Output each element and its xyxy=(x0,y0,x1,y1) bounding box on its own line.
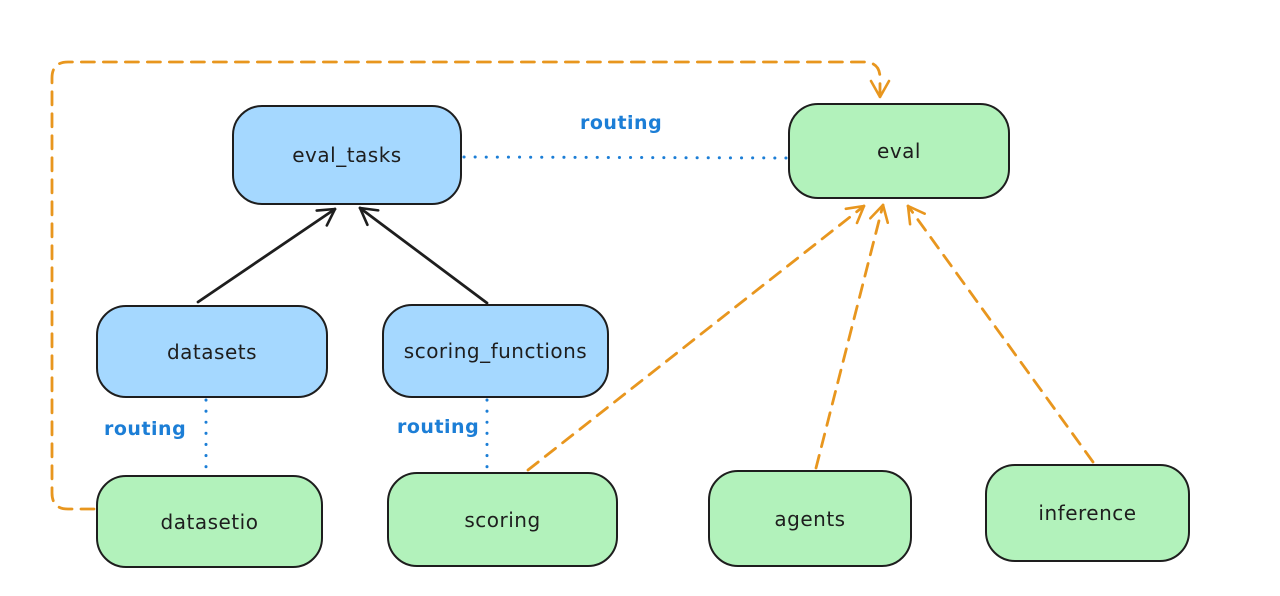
edge-datasetio-to-eval xyxy=(50,60,891,511)
routing-label-scoring-functions-scoring: routing xyxy=(397,416,480,438)
node-agents-label: agents xyxy=(774,506,846,531)
node-eval-label: eval xyxy=(877,139,921,163)
node-eval-tasks-label: eval_tasks xyxy=(292,143,402,167)
edge-datasets-to-eval_tasks xyxy=(196,207,337,304)
node-datasets-label: datasets xyxy=(166,339,258,364)
node-datasetio-label: datasetio xyxy=(160,509,259,534)
node-inference-label: inference xyxy=(1038,501,1137,525)
node-scoring-functions-label: scoring_functions xyxy=(403,339,588,363)
edge-eval_tasks-to-eval-routing xyxy=(462,155,788,160)
node-eval-tasks: eval_tasks xyxy=(232,105,462,205)
node-scoring-functions: scoring_functions xyxy=(382,304,609,398)
edge-scoring_functions-to-eval_tasks xyxy=(358,206,489,305)
node-scoring: scoring xyxy=(387,472,618,567)
node-eval: eval xyxy=(788,103,1010,199)
routing-label-eval-tasks-eval: routing xyxy=(580,112,663,134)
node-datasets: datasets xyxy=(96,305,328,398)
routing-label-datasets-datasetio: routing xyxy=(104,418,187,440)
node-scoring-label: scoring xyxy=(464,507,541,532)
node-agents: agents xyxy=(708,470,912,567)
node-inference: inference xyxy=(985,464,1190,562)
node-datasetio: datasetio xyxy=(96,475,323,568)
edge-inference-to-eval xyxy=(906,204,1095,464)
edge-agents-to-eval xyxy=(814,203,890,470)
